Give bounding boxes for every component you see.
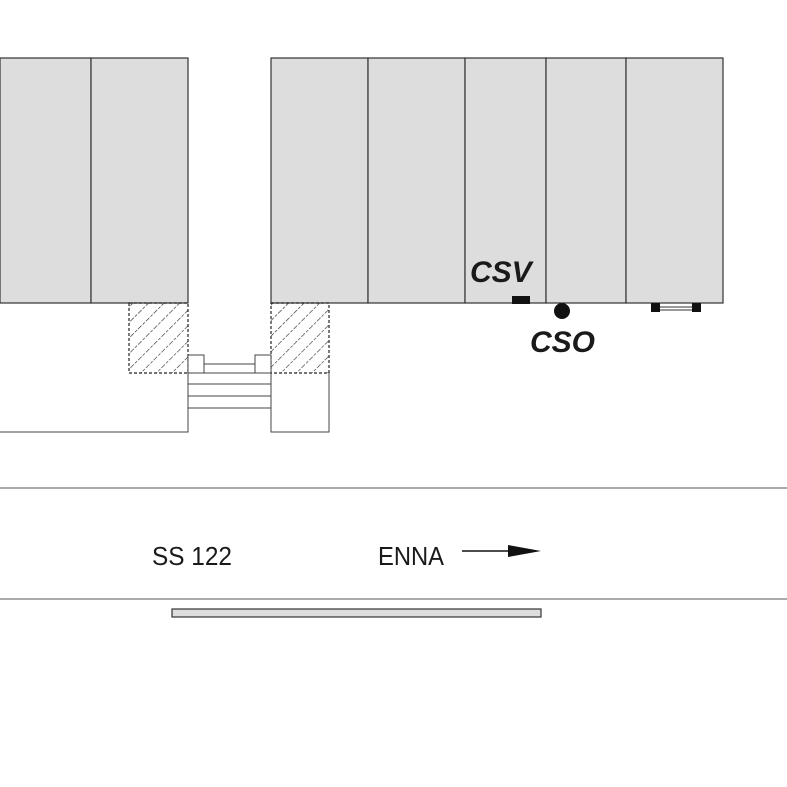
building-unit-right-1 (270, 57, 369, 304)
building-unit-left-1 (0, 57, 92, 304)
building-unit-right-3 (464, 57, 547, 304)
building-left (0, 57, 189, 304)
steps (187, 354, 272, 409)
building-unit-left-2 (90, 57, 189, 304)
direction-label: ENNA (378, 541, 445, 571)
building-right (270, 57, 724, 304)
road-name-label: SS 122 (152, 541, 232, 571)
building-unit-right-4 (545, 57, 627, 304)
csv-marker (512, 296, 530, 304)
hatched-pillar-right (270, 302, 330, 374)
csv-label: CSV (470, 256, 535, 289)
ground-outline (0, 373, 330, 433)
cso-label: CSO (530, 326, 595, 359)
building-unit-right-5 (625, 57, 724, 304)
cso-marker (554, 303, 570, 319)
hatched-pillar-left (128, 302, 189, 374)
building-unit-right-2 (367, 57, 466, 304)
sidewalk-bar (171, 608, 542, 618)
direction-arrow-icon (462, 545, 541, 557)
barrier (651, 303, 701, 312)
